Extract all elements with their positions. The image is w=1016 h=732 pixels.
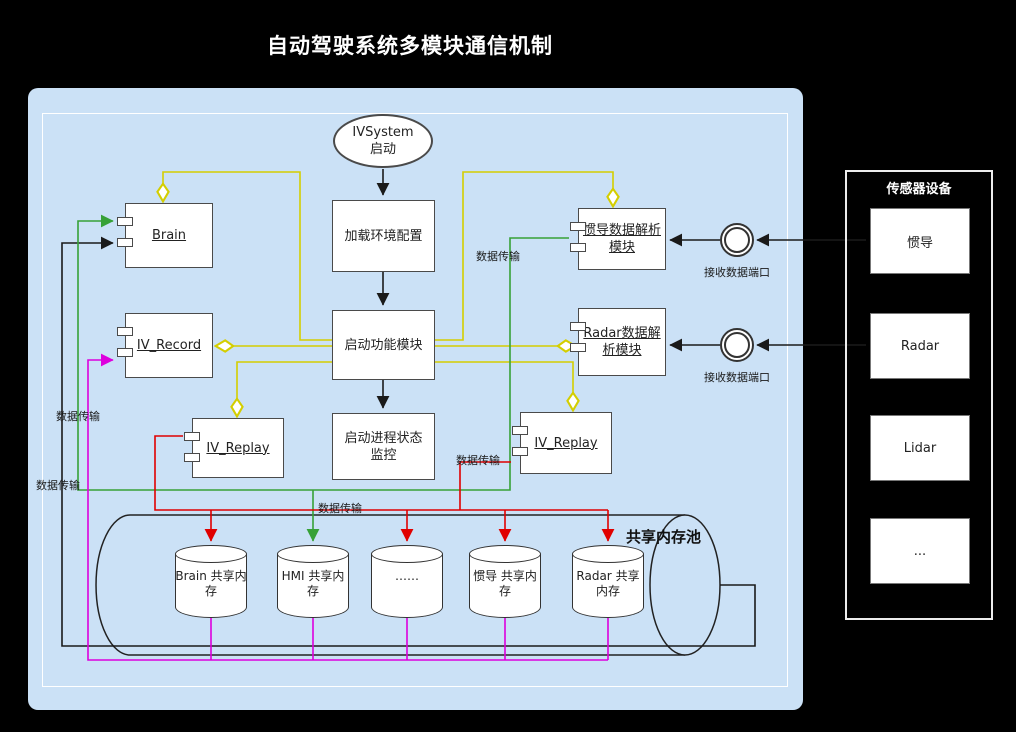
component-radar-parser-label-line1: Radar数据解 bbox=[583, 326, 661, 341]
cylinder-body bbox=[175, 554, 247, 618]
process-status-monitor-label-line2: 监控 bbox=[370, 447, 397, 463]
component-tab-icon bbox=[184, 453, 200, 462]
edge-label-data-transfer-1: 数据传输 bbox=[476, 250, 520, 263]
cylinder-lid bbox=[469, 545, 541, 563]
sensor-item-lidar: Lidar bbox=[870, 415, 970, 481]
db-hmi-label-line1: HMI bbox=[281, 569, 305, 583]
process-load-config-label: 加载环境配置 bbox=[344, 228, 423, 244]
start-label-line1: IVSystem bbox=[352, 125, 414, 140]
start-ellipse: IVSystem 启动 bbox=[333, 114, 433, 168]
db-brain-label-line1: Brain bbox=[175, 569, 207, 583]
component-tab-icon bbox=[570, 322, 586, 331]
process-start-modules: 启动功能模块 bbox=[332, 310, 435, 380]
db-radar-label-line2: 共享内存 bbox=[595, 569, 640, 598]
receive-port-label-1: 接收数据端口 bbox=[704, 266, 770, 279]
component-ins-parser-label-line1: 惯导数据解析 bbox=[582, 223, 661, 238]
component-radar-parser-module: Radar数据解 析模块 bbox=[570, 308, 666, 376]
cylinder-body bbox=[277, 554, 349, 618]
component-brain: Brain bbox=[117, 203, 213, 268]
db-hmi-label-line2: 共享内存 bbox=[306, 569, 345, 598]
component-tab-icon bbox=[117, 238, 133, 247]
process-start-modules-label: 启动功能模块 bbox=[344, 337, 423, 353]
component-brain-label: Brain bbox=[151, 228, 187, 243]
sensor-panel-title: 传感器设备 bbox=[886, 182, 952, 197]
component-tab-icon bbox=[570, 243, 586, 252]
component-iv-replay-right-label: IV_Replay bbox=[534, 435, 598, 451]
component-ins-parser-module: 惯导数据解析 模块 bbox=[570, 208, 666, 270]
db-cylinder-radar: Radar 共享内存 bbox=[572, 545, 644, 618]
receive-port-label-2: 接收数据端口 bbox=[704, 371, 770, 384]
cylinder-body bbox=[572, 554, 644, 618]
db-cylinder-hmi: HMI 共享内存 bbox=[277, 545, 349, 618]
sensor-panel: 传感器设备 惯导 Radar Lidar ... bbox=[845, 170, 993, 620]
cylinder-lid bbox=[572, 545, 644, 563]
process-status-monitor: 启动进程状态 监控 bbox=[332, 413, 435, 480]
component-tab-icon bbox=[117, 348, 133, 357]
component-iv-replay-left-label: IV_Replay bbox=[206, 440, 270, 456]
edge-label-data-transfer-3: 数据传输 bbox=[36, 479, 80, 492]
system-inner-border bbox=[42, 113, 788, 687]
process-load-config: 加载环境配置 bbox=[332, 200, 435, 272]
component-tab-icon bbox=[512, 447, 528, 456]
edge-label-data-transfer-5: 数据传输 bbox=[456, 454, 500, 467]
process-status-monitor-label-line1: 启动进程状态 bbox=[344, 430, 423, 446]
component-tab-icon bbox=[570, 343, 586, 352]
start-label-line2: 启动 bbox=[369, 142, 396, 157]
db-ins-label-line1: 惯导 bbox=[473, 569, 498, 583]
cylinder-lid bbox=[371, 545, 443, 563]
component-iv-replay-right: IV_Replay bbox=[512, 412, 612, 474]
db-brain-label-line2: 共享内存 bbox=[204, 569, 247, 598]
component-ins-parser-label-line2: 模块 bbox=[608, 240, 635, 255]
component-iv-record: IV_Record bbox=[117, 313, 213, 378]
db-cylinder-ins: 惯导 共享内存 bbox=[469, 545, 541, 618]
component-tab-icon bbox=[117, 327, 133, 336]
sensor-item-more: ... bbox=[870, 518, 970, 584]
component-tab-icon bbox=[512, 426, 528, 435]
component-iv-record-label: IV_Record bbox=[136, 338, 202, 353]
component-radar-parser-label-line2: 析模块 bbox=[602, 343, 642, 358]
edge-label-data-transfer-4: 数据传输 bbox=[318, 502, 362, 515]
db-cylinder-brain: Brain 共享内存 bbox=[175, 545, 247, 618]
component-tab-icon bbox=[184, 432, 200, 441]
cylinder-lid bbox=[277, 545, 349, 563]
component-tab-icon bbox=[570, 222, 586, 231]
sensor-item-ins: 惯导 bbox=[870, 208, 970, 274]
edge-label-data-transfer-2: 数据传输 bbox=[56, 410, 100, 423]
cylinder-body bbox=[371, 554, 443, 618]
component-iv-replay-left: IV_Replay bbox=[184, 418, 284, 478]
page-title: 自动驾驶系统多模块通信机制 bbox=[267, 34, 553, 58]
cylinder-body bbox=[469, 554, 541, 618]
memory-pool-label: 共享内存池 bbox=[626, 528, 702, 546]
db-ellipsis-label: …… bbox=[395, 569, 419, 583]
cylinder-lid bbox=[175, 545, 247, 563]
component-tab-icon bbox=[117, 217, 133, 226]
db-cylinder-ellipsis: …… bbox=[371, 545, 443, 618]
db-radar-label-line1: Radar bbox=[576, 569, 612, 583]
sensor-item-radar: Radar bbox=[870, 313, 970, 379]
db-ins-label-line2: 共享内存 bbox=[498, 569, 537, 598]
